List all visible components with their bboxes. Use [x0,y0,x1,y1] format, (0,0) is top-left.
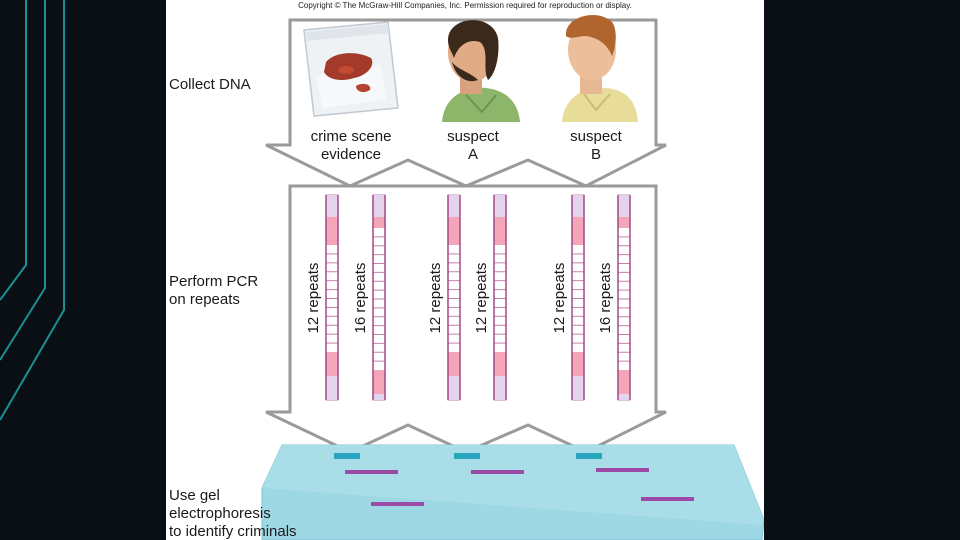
strand-4 [493,194,507,401]
copyright-notice: Copyright © The McGraw-Hill Companies, I… [298,1,632,10]
label-suspect-b: suspect B [536,128,656,164]
strand-6 [617,194,631,401]
strand-3 [447,194,461,401]
well-suspect-b [576,453,602,459]
strand-2 [372,194,386,401]
step-gel-line2: electrophoresis [169,505,271,522]
gel-bands [345,468,694,506]
step-gel-line3: to identify criminals [169,523,297,540]
step-pcr-line1: Perform PCR [169,273,259,290]
step-perform-pcr: Perform PCR on repeats [169,273,258,309]
subject-b-line1: suspect [570,128,622,145]
label-crime-scene-evidence: crime scene evidence [291,128,411,164]
well-evidence [334,453,360,459]
suspect-a-portrait [442,20,520,122]
strand-label-1: 12 repeats [305,263,322,334]
step-collect-line1: Collect DNA [169,76,251,93]
step-gel-electrophoresis: Use gel electrophoresis to identify crim… [169,487,297,540]
strand-5 [571,194,585,401]
figure-graphics: 12 repeats 16 repeats 12 repeats 12 repeats… [261,14,764,540]
subject-evidence-line1: crime scene [310,128,392,145]
pcr-strands: 12 repeats 16 repeats 12 repeats 12 repeats… [305,194,631,401]
decorative-teal-lines [0,0,65,421]
evidence-bag-icon [303,21,399,117]
dna-fingerprinting-figure: Copyright © The McGraw-Hill Companies, I… [166,0,764,540]
arrow-pcr-to-gel [265,184,667,454]
subject-evidence-line2: evidence [320,146,382,163]
strand-label-3: 12 repeats [427,263,444,334]
strand-label-4: 12 repeats [473,263,490,334]
well-suspect-a [454,453,480,459]
suspect-b-portrait [562,14,638,122]
strand-label-6: 16 repeats [597,263,614,334]
gel-slab [261,444,764,540]
gel-wells [334,453,602,459]
step-pcr-line2: on repeats [169,291,240,308]
subject-a-line1: suspect [447,128,499,145]
strand-1 [325,194,339,401]
label-suspect-a: suspect A [413,128,533,164]
step-collect-dna: Collect DNA [169,76,251,94]
subject-a-line2: A [467,146,478,163]
step-gel-line1: Use gel [169,487,220,504]
strand-label-2: 16 repeats [352,263,369,334]
subject-b-line2: B [590,146,601,163]
strand-label-5: 12 repeats [551,263,568,334]
